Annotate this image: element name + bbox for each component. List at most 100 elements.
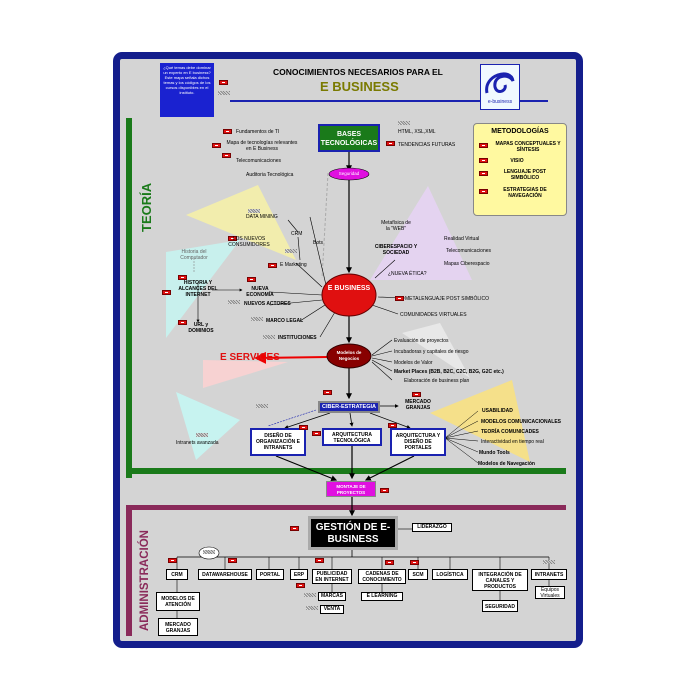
modelos-valor: Modelos de Valor	[394, 360, 433, 366]
page-title: E BUSINESS	[320, 79, 399, 94]
liderazgo-node: LIDERAZGO	[412, 523, 452, 532]
market-places: Market Places (B2B, B2C, C2C, B2G, G2C e…	[394, 369, 504, 375]
nueva-etica: ¿NUEVA ÉTICA?	[388, 271, 427, 277]
course-flag-icon	[479, 158, 488, 163]
marcas: MARCAS	[318, 592, 346, 601]
e-services: E SERVICES	[220, 352, 280, 363]
course-flag-icon	[479, 189, 488, 194]
cadenas-conocimiento: CADENAS DE CONOCIMIENTO	[358, 569, 406, 584]
course-flag-icon	[386, 141, 395, 146]
course-flag-icon	[178, 320, 187, 325]
mundo-tools: Mundo Tools	[479, 450, 510, 456]
modelos-atencion: MODELOS DE ATENCIÓN	[156, 592, 200, 611]
metalenguaje: METALENGUAJE POST SIMBÓLICO	[405, 296, 489, 302]
interactividad: Interactividad en tiempo real	[481, 439, 544, 445]
course-code-icon	[398, 121, 410, 125]
eservices-cone	[203, 360, 288, 388]
course-code-icon	[248, 209, 260, 213]
logistica: LOGÍSTICA	[432, 569, 468, 580]
course-flag-icon	[247, 277, 256, 282]
integracion-canales: INTEGRACIÓN DE CANALES Y PRODUCTOS	[472, 569, 528, 591]
marco-legal: MARCO LEGAL	[266, 318, 304, 324]
course-code-icon	[203, 550, 215, 554]
e-learning: E LEARNING	[361, 592, 403, 601]
incubadoras: Incubadoras y capitales de riesgo	[394, 349, 469, 355]
nuevos-consumidores: LOS NUEVOS CONSUMIDORES	[228, 236, 270, 248]
nueva-economia: NUEVA ECONOMÍA	[246, 286, 274, 298]
arquitectura-tecnologica-node: ARQUITECTURA TECNOLÓGICA	[322, 428, 382, 446]
evaluacion-proyectos: Evaluación de proyectos	[394, 338, 449, 344]
course-flag-icon	[162, 290, 171, 295]
usabilidad-cone	[430, 380, 530, 462]
course-code-icon	[306, 606, 318, 610]
mapas-ciberespacio: Mapas Ciberespacio	[444, 261, 490, 267]
e-marketing: E Marketing	[280, 262, 307, 268]
metodologias-panel: METODOLOGÍAS	[473, 123, 567, 216]
erp: ERP	[290, 569, 308, 580]
publicidad-internet: PUBLICIDAD EN INTERNET	[312, 569, 352, 584]
venta: VENTA	[320, 605, 344, 614]
intro-text: ¿Qué temas debe dominar un experto en E …	[160, 63, 214, 117]
course-code-icon	[218, 91, 230, 95]
course-code-icon	[251, 317, 263, 321]
teoria-comunicades: TEORÍA COMUNICADES	[481, 429, 539, 435]
course-flag-icon	[228, 236, 237, 241]
diseno-organizacion-node: DISEÑO DE ORGANIZACIÓN E INTRANETS	[250, 428, 306, 456]
nuevos-actores: NUEVOS ACTORES	[244, 301, 291, 307]
modelos-navegacion: Modelos de Navegación	[478, 461, 535, 467]
course-flag-icon	[479, 143, 488, 148]
metodologia-item: VISIO	[510, 158, 524, 164]
course-flag-icon	[412, 392, 421, 397]
course-flag-icon	[228, 558, 237, 563]
modelos-comunicacionales: MODELOS COMUNICACIONALES	[481, 419, 561, 425]
bases-tecnologicas-node: BASES TECNOLÓGICAS	[318, 124, 380, 152]
course-code-icon	[285, 249, 297, 253]
equipos-virtuales: Equipos Virtuales	[535, 586, 565, 599]
section-teoria: TEORÍA	[139, 182, 154, 232]
data-mining: DATA MINING	[246, 214, 278, 220]
course-flag-icon	[290, 526, 299, 531]
course-code-icon	[304, 593, 316, 597]
seguridad-label: Seguridad	[338, 171, 360, 176]
course-flag-icon	[223, 129, 232, 134]
intranets-avanzada: Intranets avanzada	[176, 440, 219, 446]
metodologias-title: METODOLOGÍAS	[491, 128, 549, 135]
historia-internet: HISTORIA Y ALCANCES DEL INTERNET	[178, 280, 218, 298]
course-code-icon	[196, 433, 208, 437]
course-code-icon	[263, 335, 275, 339]
course-flag-icon	[312, 431, 321, 436]
gestion-ebusiness-node: GESTIÓN DE E-BUSINESS	[308, 516, 398, 550]
historia-computador: Historia del Computador	[180, 249, 208, 261]
portal: PORTAL	[256, 569, 284, 580]
mapa-tecnologias: Mapa de tecnologías relevantes en E Busi…	[226, 140, 298, 152]
crm-label: CRM	[291, 231, 303, 237]
course-flag-icon	[410, 560, 419, 565]
scm: SCM	[408, 569, 428, 580]
url-dominios: URL y DOMINIOS	[188, 322, 214, 334]
course-flag-icon	[222, 153, 231, 158]
course-flag-icon	[315, 558, 324, 563]
ciber-estrategia-node: CIBER-ESTRATEGIA	[318, 401, 380, 413]
fundamentos-ti: Fundamentos de TI	[236, 129, 280, 135]
bots-label: Bots	[313, 240, 324, 246]
realidad-virtual: Realidad Virtual	[444, 236, 480, 242]
ciberespacio-sociedad: CIBERESPACIO Y SOCIEDAD	[374, 244, 418, 256]
course-code-icon	[228, 300, 240, 304]
logo-text: e-business	[487, 99, 513, 105]
course-code-icon	[256, 404, 268, 408]
instituciones: INSTITUCIONES	[278, 335, 317, 341]
course-flag-icon	[268, 263, 277, 268]
seguridad-oval	[328, 167, 370, 181]
course-flag-icon	[219, 80, 228, 85]
mercado-granjas: MERCADO GRANJAS	[405, 399, 431, 411]
course-flag-icon	[299, 425, 308, 430]
metodologia-item: MAPAS CONCEPTUALES Y SÍNTESIS	[495, 141, 561, 153]
course-flag-icon	[296, 583, 305, 588]
business-plan: Elaboración de business plan	[404, 378, 470, 384]
course-flag-icon	[385, 560, 394, 565]
course-flag-icon	[395, 296, 404, 301]
page-title-line1: CONOCIMIENTOS NECESARIOS PARA EL	[273, 67, 443, 77]
marketing-cone	[186, 185, 296, 260]
datawarehouse: DATAWAREHOUSE	[198, 569, 252, 580]
